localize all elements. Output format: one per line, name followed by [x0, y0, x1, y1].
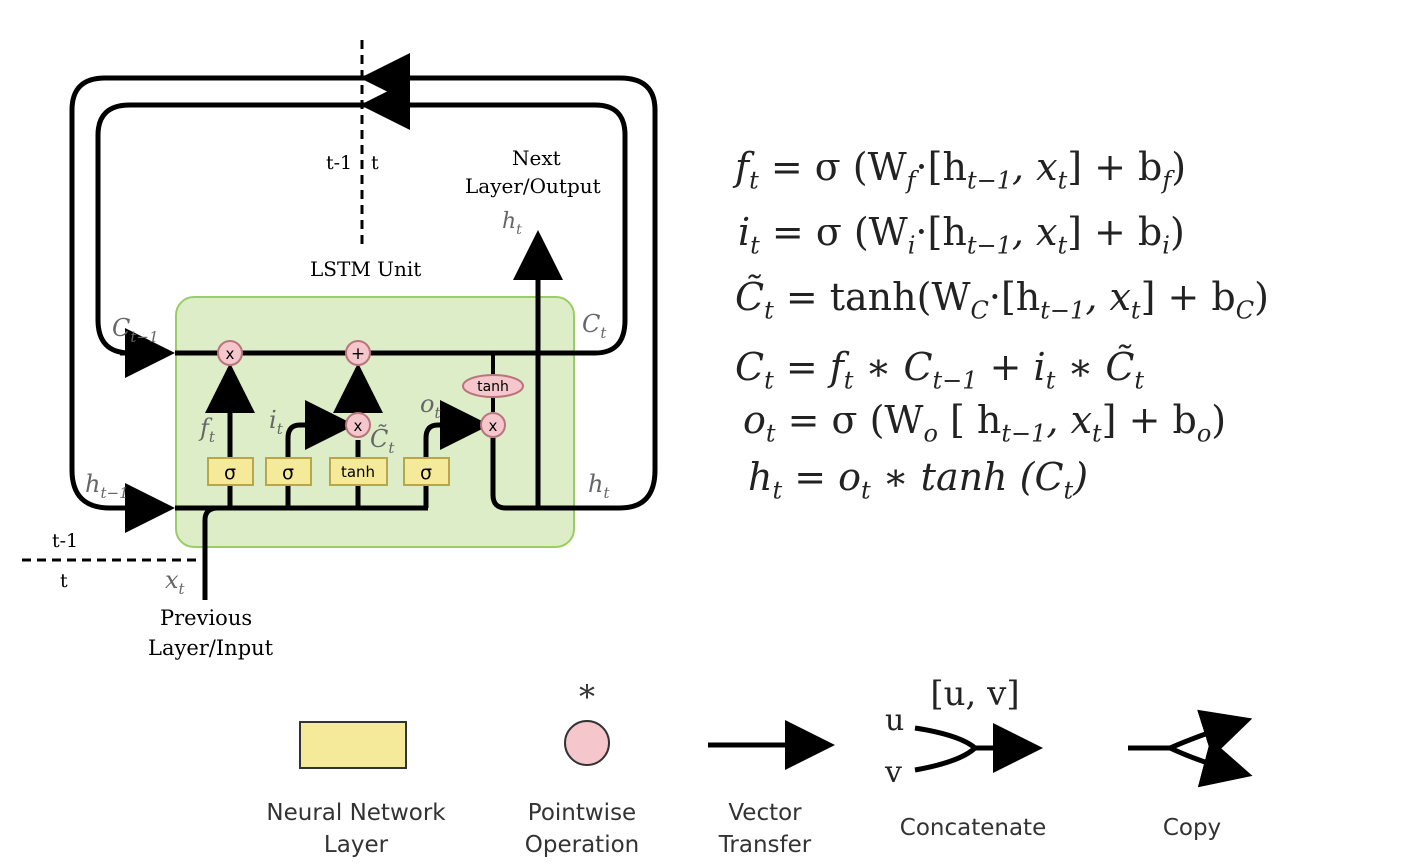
label-c-t: Ct: [582, 310, 607, 342]
equation-forget-gate: ft = σ (Wf·[ht−1, xt] + bf): [735, 145, 1187, 195]
time-label-prev-bottom: t-1: [52, 530, 78, 552]
equation-candidate: C̃t = tanh(WC·[ht−1, xt] + bC): [735, 275, 1269, 325]
legend-vector-line2: Transfer: [718, 832, 812, 858]
legend-copy-label: Copy: [1163, 815, 1221, 841]
time-label-curr-bottom: t: [60, 570, 68, 592]
x-input-line: [202, 505, 219, 600]
lstm-unit-title: LSTM Unit: [310, 257, 421, 281]
legend-pointwise-symbol: *: [579, 678, 595, 716]
gate-sigma-output-label: σ: [420, 462, 432, 484]
prev-input-line1: Previous: [160, 606, 252, 630]
op-add-label: +: [351, 344, 365, 364]
legend-concat-label: Concatenate: [900, 815, 1046, 841]
legend-concat-shape: [914, 728, 1028, 770]
op-forget-multiply: x: [217, 340, 243, 366]
equation-hidden-state: ht = ot ∗ tanh (Ct): [748, 455, 1089, 505]
legend-nn-layer-line2: Layer: [324, 832, 389, 858]
gate-sigma-input-label: σ: [282, 462, 294, 484]
next-output-line1: Next: [512, 146, 561, 170]
label-h-t: ht: [588, 470, 610, 502]
op-output-multiply-label: x: [489, 417, 498, 435]
label-h-t-out: ht: [502, 209, 522, 238]
legend-concat-uv: [u, v]: [930, 674, 1019, 714]
op-input-multiply: x: [345, 412, 371, 438]
label-i-t: it: [269, 406, 284, 438]
equation-input-gate: it = σ (Wi·[ht−1, xt] + bi): [738, 210, 1185, 260]
gate-tanh-candidate: tanh: [329, 457, 388, 486]
label-o-t: ot: [420, 390, 441, 422]
equation-cell-state: Ct = ft ∗ Ct−1 + it ∗ C̃t: [735, 345, 1145, 395]
op-input-multiply-label: x: [354, 417, 363, 435]
equation-output-gate: ot = σ (Wo [ ht−1, xt] + bo): [743, 398, 1227, 448]
output-gate-path: [423, 400, 490, 458]
next-output-line2: Layer/Output: [465, 174, 601, 198]
gate-sigma-output: σ: [403, 457, 450, 486]
legend-pointwise-swatch: [564, 720, 610, 766]
op-cell-tanh: tanh: [462, 374, 524, 398]
legend-nn-layer-swatch: [299, 721, 407, 769]
label-c-prev: Ct−1: [112, 314, 159, 346]
legend-nn-layer-line1: Neural Network: [266, 800, 446, 826]
legend-pointwise-line2: Operation: [525, 832, 639, 858]
time-label-prev-top: t-1: [326, 152, 352, 174]
label-h-prev: ht−1: [85, 470, 129, 502]
legend-vector-line1: Vector: [728, 800, 802, 826]
legend-copy-branch-down: [1168, 738, 1253, 788]
prev-input-line2: Layer/Input: [148, 636, 274, 660]
legend: Neural Network Layer * Pointwise Operati…: [266, 674, 1253, 858]
op-forget-multiply-label: x: [226, 345, 235, 363]
op-cell-tanh-label: tanh: [477, 379, 509, 395]
input-gate-path: [285, 400, 355, 458]
output-to-h: [490, 438, 575, 511]
gate-tanh-candidate-label: tanh: [341, 463, 375, 481]
legend-pointwise-line1: Pointwise: [528, 800, 636, 826]
h-feedback-loop: [69, 75, 658, 511]
time-label-curr-top: t: [371, 152, 379, 174]
gate-sigma-input: σ: [265, 457, 312, 486]
gate-sigma-forget-label: σ: [224, 462, 236, 484]
gate-sigma-forget: σ: [207, 457, 254, 486]
legend-concat-v: v: [884, 755, 902, 790]
legend-copy-branch-up: [1169, 709, 1253, 758]
label-c-tilde: C̃t: [370, 425, 395, 457]
label-x-t: xt: [165, 566, 186, 598]
op-add: +: [345, 340, 371, 366]
c-feedback-loop: [95, 102, 628, 356]
op-output-multiply: x: [480, 412, 506, 438]
legend-concat-u: u: [885, 703, 904, 738]
